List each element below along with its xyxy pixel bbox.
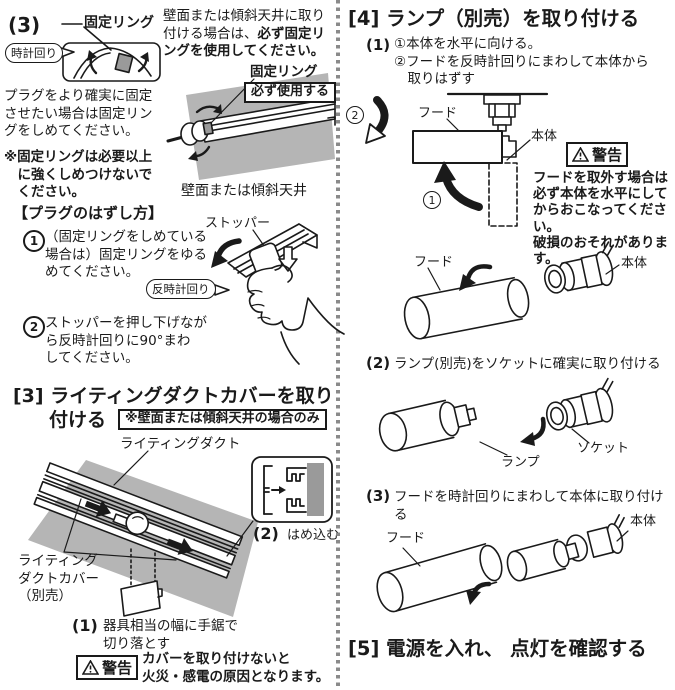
section5-heading: [5] 電源を入れ、 点灯を確認する — [348, 637, 647, 660]
fit-step-number: (2) — [253, 524, 279, 543]
section4-step3-text: フードを時計回りにまわして本体に取り付ける — [394, 489, 664, 523]
column-divider — [336, 0, 340, 690]
must-use-box: 必ず使用する — [244, 82, 337, 103]
section3-heading-line1: [3] ライティングダクトカバーを取り — [13, 385, 334, 407]
plug-remove-step2-text: ストッパーを押し下げなが ら反時計回りに90°まわ してください。 — [45, 315, 207, 367]
rotate-circled-2: 2 — [346, 106, 364, 124]
fit-step-text: はめ込む — [287, 528, 340, 543]
fixing-ring-label: 固定リング — [250, 64, 318, 80]
lamp-socket-illustration — [378, 377, 614, 456]
section4-heading: [4] ランプ（別売）を取り付ける — [348, 7, 640, 30]
wall-mount-paragraph-bold: 必ず固定リングを使用してください。 — [163, 25, 325, 60]
hood-remove-illustration — [365, 92, 549, 227]
plug-remove-step1-text: （固定リングをしめている 場合は）固定リングをゆる めてください。 — [45, 229, 207, 281]
cut-step-text: 器具相当の幅に手鋸で 切り落とす — [103, 618, 238, 652]
step2-circled-number: 2 — [23, 316, 45, 338]
step1-circled-number: 1 — [23, 230, 45, 252]
clockwise-bubble: 時計回り — [5, 43, 63, 63]
warning-triangle-icon — [82, 660, 99, 675]
cut-step-number: (1) — [72, 616, 98, 635]
fixing-ring-label-top: 固定リング — [84, 15, 154, 31]
hood-attach-illustration — [376, 513, 629, 613]
step3-number: (3) — [8, 13, 41, 37]
duct-cover-illustration — [28, 450, 258, 617]
warning-badge-left: 警告 — [76, 655, 139, 680]
warning-badge-right-label: 警告 — [592, 146, 623, 164]
rotate-circled-1: 1 — [423, 191, 441, 209]
section4-step2-text: ランプ(別売)をソケットに確実に取り付ける — [394, 356, 661, 372]
warning-badge-left-label: 警告 — [102, 659, 133, 677]
body-label-3: 本体 — [630, 514, 657, 529]
hood-label-2: フード — [414, 255, 454, 270]
ring-caution-note: ※固定リングは必要以上 に強くしめつけないで ください。 — [4, 149, 153, 201]
fixing-ring-illustration — [60, 23, 161, 82]
plug-removal-hand-illustration — [211, 223, 345, 365]
section4-step2-number: (2) — [366, 354, 391, 372]
lighting-duct-label: ライティングダクト — [120, 436, 241, 452]
socket-label: ソケット — [577, 441, 630, 456]
body-label-2: 本体 — [621, 256, 648, 271]
wall-caption: 壁面または傾斜天井 — [181, 183, 307, 199]
warning-badge-right: 警告 — [566, 142, 629, 167]
hood-body-separated-illustration — [403, 241, 620, 340]
cover-warning-text: カバーを取り付けないと 火災・感電の原因となります。 — [142, 651, 330, 685]
hood-label-3: フード — [386, 531, 426, 546]
wall-mount-paragraph-normal: 壁面または傾斜天井に取り付ける場合は、 — [163, 8, 325, 42]
section3-scope-note: ※壁面または傾斜天井の場合のみ — [118, 409, 327, 430]
section4-step1-number: (1) — [366, 36, 391, 54]
body-label-1: 本体 — [531, 129, 558, 144]
stopper-label: ストッパー — [205, 216, 271, 231]
duct-cover-label: ライティング ダクトカバー （別売） — [18, 553, 99, 605]
lamp-label: ランプ — [501, 455, 540, 470]
plug-secure-paragraph: プラグをより確実に固定 させたい場合は固定リン グをしめてください。 — [4, 88, 153, 140]
section4-step1-text: ①本体を水平に向ける。 ②フードを反時計回りにまわして本体から 取りはずす — [394, 36, 649, 88]
warning-triangle-icon — [572, 147, 589, 162]
duct-inset-diagram — [251, 456, 333, 523]
counterclockwise-bubble: 反時計回り — [146, 279, 216, 299]
hood-label-1: フード — [418, 106, 458, 121]
section4-step3-number: (3) — [366, 487, 391, 505]
plug-remove-title: 【プラグのはずし方】 — [13, 204, 164, 222]
wall-mount-paragraph: 壁面または傾斜天井に取り付ける場合は、必ず固定リングを使用してください。 — [163, 8, 337, 61]
section3-heading-line2: 付ける — [49, 409, 107, 431]
hood-warning-text: フードを取外す場合は 必ず本体を水平にして からおこなってください。 破損のおそ… — [533, 170, 668, 267]
